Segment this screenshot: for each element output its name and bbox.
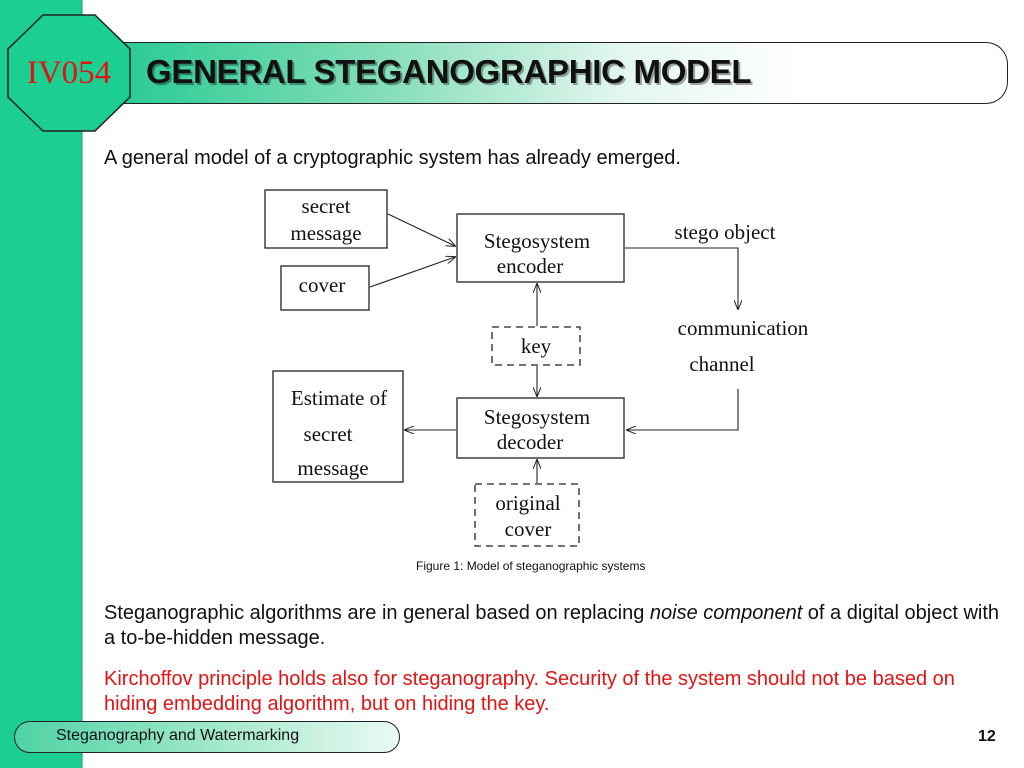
original-cover-box xyxy=(474,483,580,547)
key-label: key xyxy=(521,334,552,358)
footer-pill xyxy=(14,721,400,753)
slide-title: GENERAL STEGANOGRAPHIC MODEL xyxy=(146,53,752,90)
original-cover-label-1: original xyxy=(495,491,560,515)
title-bar xyxy=(96,42,1008,104)
kirchoff-principle-paragraph: Kirchoffov principle holds also for steg… xyxy=(104,668,955,715)
intro-text: A general model of a cryptographic syste… xyxy=(104,147,681,169)
secret-to-encoder-arrow xyxy=(387,213,455,246)
encoder-box xyxy=(456,213,625,283)
secret-message-label-2: message xyxy=(290,221,361,245)
channel-to-decoder-arrow xyxy=(627,389,739,430)
channel-label-2: channel xyxy=(689,352,754,376)
course-code: IV054 xyxy=(26,54,112,91)
footer-course-name: Steganography and Watermarking xyxy=(56,727,300,744)
decoder-box xyxy=(456,397,625,459)
cover-label: cover xyxy=(299,273,346,297)
algorithm-paragraph-end: of a digital object with a to-be-hidden … xyxy=(104,602,1000,649)
channel-label-1: communication xyxy=(678,316,809,340)
cover-box xyxy=(280,265,370,311)
decoder-label-1: Stegosystem xyxy=(484,405,590,429)
encoder-to-channel-arrow xyxy=(625,247,738,309)
estimate-label-2: secret xyxy=(304,422,353,446)
cover-to-encoder-arrow xyxy=(369,257,455,288)
algorithm-paragraph-start: Steganographic algorithms are in general… xyxy=(104,602,650,624)
estimate-label-3: message xyxy=(297,456,368,480)
secret-message-box xyxy=(264,189,388,249)
decoder-label-2: decoder xyxy=(497,430,563,454)
secret-message-label-1: secret xyxy=(302,194,351,218)
estimate-box xyxy=(272,370,404,483)
estimate-label-1: Estimate of xyxy=(291,386,387,410)
key-box xyxy=(491,326,581,366)
encoder-label-1: Stegosystem xyxy=(484,229,590,253)
stego-object-label: stego object xyxy=(675,220,776,244)
figure-caption: Figure 1: Model of steganographic system… xyxy=(416,559,646,573)
encoder-label-2: encoder xyxy=(497,254,563,278)
noise-component-emphasis: noise component xyxy=(649,602,803,624)
page-number: 12 xyxy=(978,728,996,745)
original-cover-label-2: cover xyxy=(505,517,552,541)
course-octagon-badge xyxy=(7,14,131,132)
algorithm-paragraph: Steganographic algorithms are in general… xyxy=(104,601,1009,651)
